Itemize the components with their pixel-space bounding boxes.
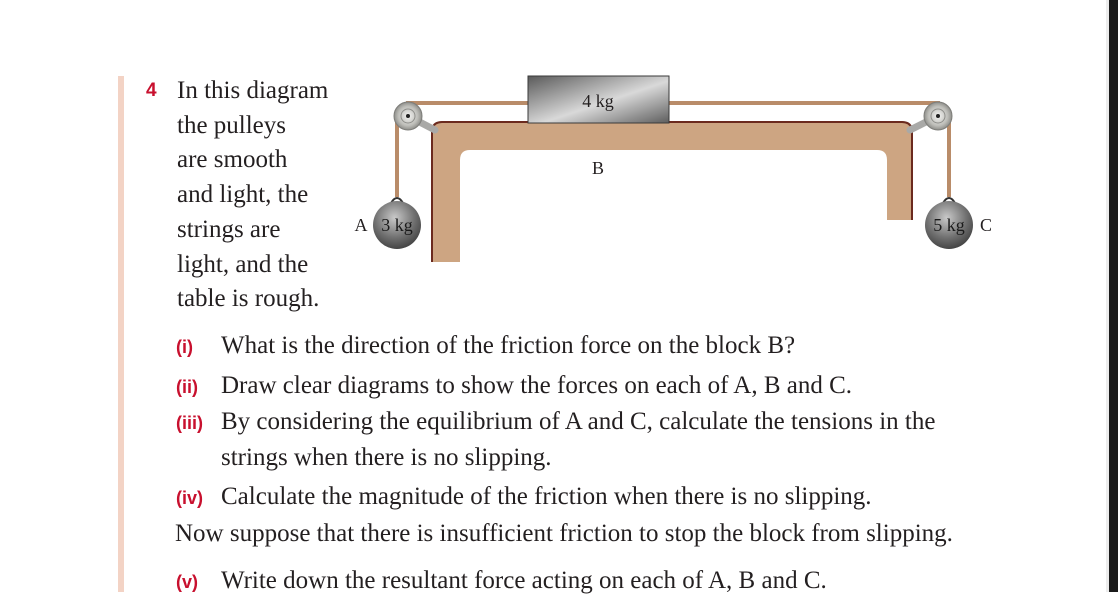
question-intro: In this diagram the pulleys are smooth a… (177, 74, 352, 317)
weight-a (373, 201, 421, 249)
part-label: (ii) (176, 377, 198, 397)
part-text: Write down the resultant force acting on… (221, 567, 827, 594)
intro-line: are smooth (177, 146, 288, 174)
page-edge-shadow (1106, 0, 1109, 592)
pulley-right (923, 101, 953, 131)
intro-line: the pulleys (177, 111, 287, 139)
window-edge-bar (1109, 0, 1118, 592)
weight-c-mass: 5 kg (933, 215, 965, 235)
intro-line: and light, the (177, 181, 309, 209)
part-label: (v) (176, 572, 198, 592)
table (432, 122, 912, 262)
part-text: Calculate the magnitude of the friction … (221, 483, 872, 510)
block-mass-label: 4 kg (582, 91, 614, 111)
interlude-paragraph: Now suppose that there is insufficient f… (175, 520, 953, 547)
part-text: By considering the equilibrium of A and … (221, 408, 936, 435)
part-text: Draw clear diagrams to show the forces o… (221, 372, 853, 399)
intro-line: table is rough. (177, 285, 320, 313)
margin-rule (118, 76, 124, 592)
part-label: (iv) (176, 488, 203, 508)
intro-line: In this diagram (177, 77, 329, 104)
weight-a-mass: 3 kg (381, 215, 413, 235)
part-text: What is the direction of the friction fo… (221, 332, 796, 359)
part-text-continued: strings when there is no slipping. (221, 444, 552, 471)
weight-c (925, 201, 973, 249)
block-b (527, 75, 670, 124)
weight-a-label: A (355, 215, 368, 235)
intro-line: strings are (177, 215, 281, 243)
string (395, 101, 951, 197)
block-letter-label: B (592, 158, 604, 178)
pulley-left (393, 101, 423, 131)
part-label: (i) (176, 337, 193, 357)
part-label: (iii) (176, 413, 203, 433)
pulley-diagram: 4 kg B 3 kg A 5 kg C (355, 75, 992, 262)
intro-line: light, and the (177, 250, 309, 278)
weight-c-label: C (980, 215, 992, 235)
question-number: 4 (146, 80, 157, 101)
